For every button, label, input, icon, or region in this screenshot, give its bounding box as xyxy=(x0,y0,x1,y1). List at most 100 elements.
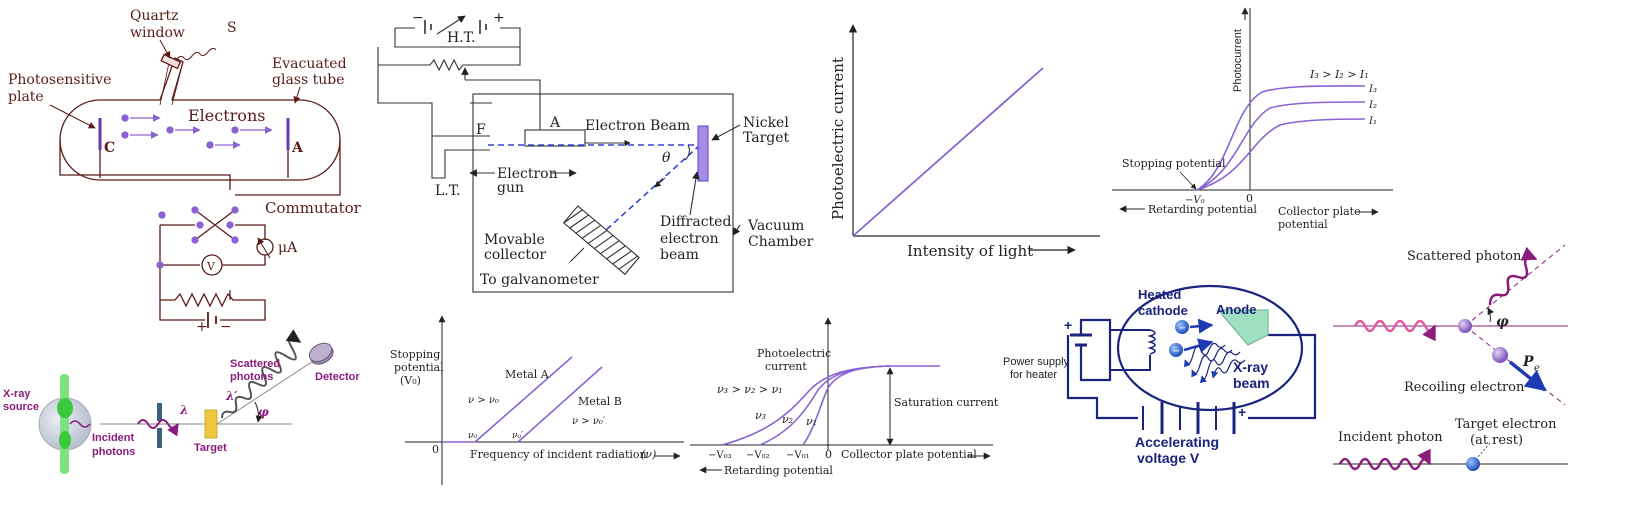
nu0-label: ν₀ xyxy=(468,431,477,441)
sat-ylabel-1: Photoelectric xyxy=(757,347,831,360)
label-glass-tube: glass tube xyxy=(272,72,345,88)
collector-label: collector xyxy=(484,247,546,263)
nickel-label: Nickel xyxy=(743,115,789,131)
freq-xunit: (ν) xyxy=(641,448,656,461)
sat-ylabel-2: current xyxy=(765,360,807,373)
stopping-ylabel-3: (V₀) xyxy=(400,374,421,387)
ammeter-label: μA xyxy=(278,240,298,256)
nu1-label: ν₁ xyxy=(806,415,817,428)
at-rest-label: (at rest) xyxy=(1470,433,1523,448)
compton-setup-diagram: X-ray source Incident photons λ λ′ φ Tar… xyxy=(3,329,360,474)
target-label: Target xyxy=(743,130,790,146)
scattered-label-2: photons xyxy=(230,371,273,383)
galvanometer-label: To galvanometer xyxy=(480,272,599,288)
label-quartz: Quartz xyxy=(130,8,179,24)
stopping-frequency-graph: Stopping potential (V₀) 0 Metal A Metal … xyxy=(390,315,684,485)
stopping-ylabel-2: potential xyxy=(394,361,444,374)
davisson-germer-diagram xyxy=(377,15,741,293)
photocurrent-intensity-graph: Photocurrent I₃ > I₂ > I₁ I₃ I₂ I₁ Stopp… xyxy=(1112,7,1393,231)
photocell-diagram xyxy=(59,47,341,328)
label-i3: I₃ xyxy=(1368,84,1377,95)
anode-cylinder xyxy=(524,129,586,147)
collector-label-1: Collector plate xyxy=(1278,205,1361,218)
accelerating-label: Accelerating xyxy=(1135,434,1219,450)
heated-label: Heated xyxy=(1138,287,1181,302)
nickel-target xyxy=(697,125,709,182)
nu2-label: ν₂ xyxy=(782,413,793,426)
xray-source-label-2: source xyxy=(3,401,39,413)
tick-v01: −V₀₁ xyxy=(786,450,810,461)
photocell-electrons xyxy=(121,114,273,269)
lt-label: L.T. xyxy=(435,183,460,199)
beam-label-x: beam xyxy=(1233,375,1270,391)
xray-tube-envelope xyxy=(1116,284,1304,412)
electron-beam-label: Electron Beam xyxy=(585,118,690,134)
v0-tick: −V₀ xyxy=(1185,195,1205,206)
incident-photon-wave xyxy=(1338,448,1432,471)
collector-label-2: potential xyxy=(1278,218,1328,231)
vacuum-chamber xyxy=(472,93,734,293)
label-i2: I₂ xyxy=(1368,100,1377,111)
metal-a-line xyxy=(474,356,573,443)
nu3-label: ν₃ xyxy=(755,409,766,422)
stopping-ylabel-1: Stopping xyxy=(390,348,440,361)
tick-v03: −V₀₃ xyxy=(708,450,732,461)
curve-i1 xyxy=(1196,118,1366,191)
target-label-setup: Target xyxy=(194,442,227,454)
target-block xyxy=(204,409,218,439)
label-window: window xyxy=(130,25,185,41)
metal-b-label: Metal B xyxy=(578,395,622,408)
photocurrent-ylabel: Photocurrent xyxy=(1232,29,1244,92)
cond-b-label: ν > ν₀′ xyxy=(572,416,606,427)
origin-zero: 0 xyxy=(432,443,439,456)
svg-text:−: − xyxy=(1172,346,1180,357)
freq-xlabel: Frequency of incident radiation xyxy=(470,448,647,461)
freq-order-label: ν₃ > ν₂ > ν₁ xyxy=(717,383,783,396)
vacuum-label: Vacuum xyxy=(747,218,804,234)
scattered-photons-wave xyxy=(221,329,302,419)
electron-gun-label: Electron xyxy=(497,166,558,182)
for-heater-label: for heater xyxy=(1010,369,1057,381)
lambda-label: λ xyxy=(179,403,188,417)
scattered-photon-label: Scattered photon xyxy=(1407,249,1522,264)
label-i1: I₁ xyxy=(1368,116,1377,127)
incident-label-2: photons xyxy=(92,446,135,458)
incident-label-1: Incident xyxy=(92,432,135,444)
anode-label-x: Anode xyxy=(1216,302,1256,317)
accel-plus: + xyxy=(1238,404,1246,420)
accelerating-battery xyxy=(1142,402,1236,434)
label-plate: plate xyxy=(8,89,44,105)
label-evacuated: Evacuated xyxy=(272,56,347,72)
theta-label: θ xyxy=(662,150,671,166)
davisson-labels: − + H.T. L.T. F A Electron Beam Nickel T… xyxy=(412,10,814,288)
filament-label: F xyxy=(476,122,486,138)
recoiling-label: Recoiling electron xyxy=(1404,380,1525,395)
current-intensity-graph: Photoelectric current Intensity of light xyxy=(829,24,1100,260)
battery-minus: − xyxy=(220,319,232,335)
metal-b-line xyxy=(517,366,603,443)
voltage-label: voltage V xyxy=(1137,450,1200,466)
curve-i3 xyxy=(1196,85,1366,191)
ht-minus: − xyxy=(412,10,424,26)
cathode-label-x: cathode xyxy=(1138,303,1188,318)
electrons-label: Electrons xyxy=(188,106,265,125)
movable-label: Movable xyxy=(484,232,545,248)
pe-label: P xyxy=(1522,354,1534,370)
phi-label: φ xyxy=(1496,314,1509,330)
power-supply-label: Power supply xyxy=(1003,356,1070,368)
diffracted-label: Diffracted xyxy=(660,214,731,230)
lambda-prime-label: λ′ xyxy=(225,389,238,403)
beam-label: beam xyxy=(660,247,699,263)
anode-block xyxy=(1216,309,1269,346)
current-ylabel: Photoelectric current xyxy=(829,57,847,220)
voltmeter-label: V xyxy=(206,260,216,273)
evacuated-glass-tube xyxy=(59,57,341,181)
incident-photon-label: Incident photon xyxy=(1338,430,1443,445)
collector-plate-label: Collector plate potential xyxy=(841,448,977,461)
anode-a-label: A xyxy=(549,115,561,131)
curve-nu1 xyxy=(802,365,891,446)
saturation-graph: Photoelectric current ν₃ > ν₂ > ν₁ ν₃ ν₂… xyxy=(690,317,999,477)
pe-sub-label: e xyxy=(1534,363,1540,374)
label-photosensitive: Photosensitive xyxy=(8,72,111,88)
cathode-label: C xyxy=(104,140,115,156)
